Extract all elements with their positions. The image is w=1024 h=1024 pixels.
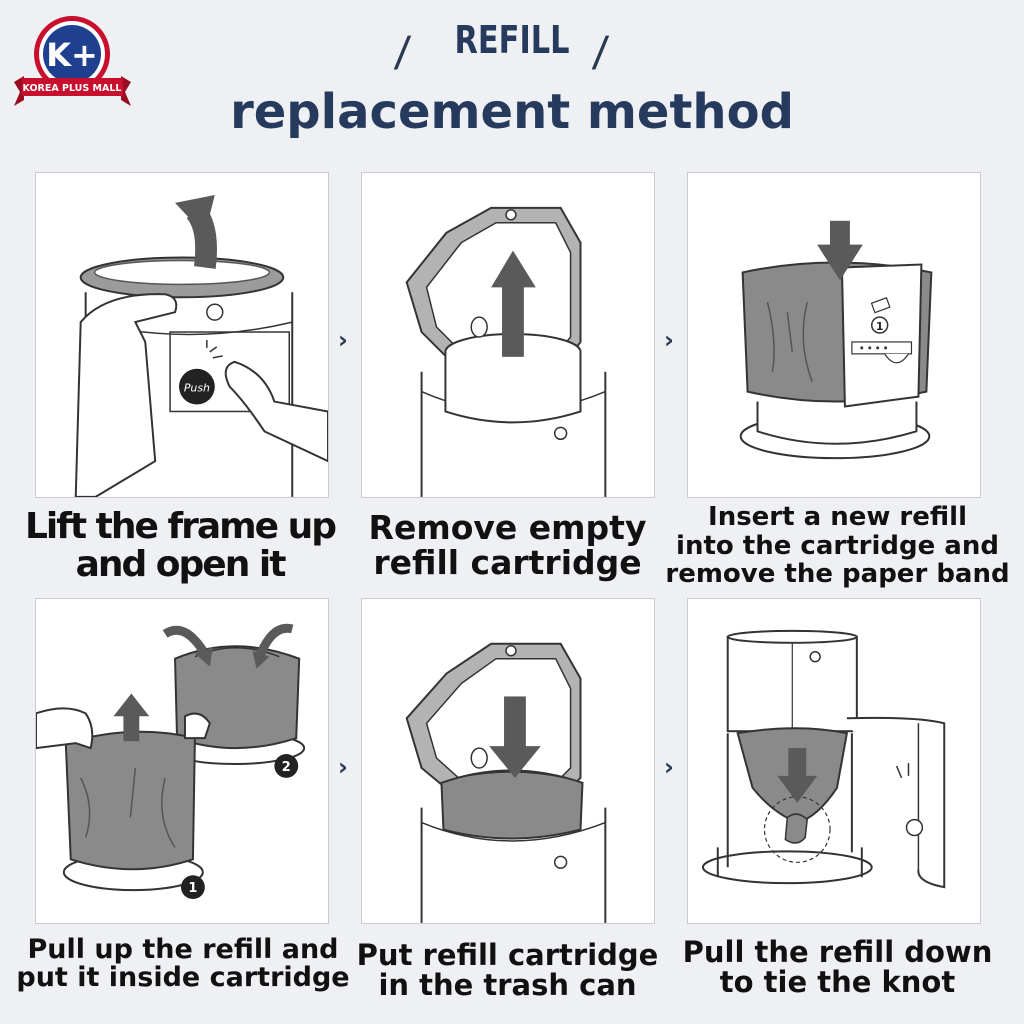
page-title: replacement method: [230, 84, 794, 140]
step-5-caption: Put refill cartridge in the trash can: [356, 938, 659, 1003]
logo-ribbon-text: KOREA PLUS MALL: [23, 83, 122, 94]
step-2-illustration: [361, 172, 655, 498]
step-1-illustration: Push: [35, 172, 329, 498]
push-sticker: Push: [184, 382, 210, 395]
step-3-illustration: 1: [687, 172, 981, 498]
separator-arrow-4: ›: [664, 753, 674, 781]
logo-letter: K+: [46, 36, 98, 74]
refill-heading: REFILL: [454, 18, 570, 62]
step-6-caption: Pull the refill down to tie the knot: [682, 935, 993, 1000]
step-3-caption: Insert a new refill into the cartridge a…: [665, 502, 1010, 590]
step-1-caption: Lift the frame up and open it: [24, 506, 337, 585]
korea-plus-mall-logo: K+ KOREA PLUS MALL: [10, 12, 135, 107]
separator-arrow-3: ›: [338, 753, 348, 781]
badge-1: 1: [188, 881, 197, 896]
step-2-caption: Remove empty refill cartridge: [368, 508, 647, 582]
badge-2: 2: [282, 760, 291, 775]
band-tag-number: 1: [876, 320, 884, 333]
separator-arrow-1: ›: [338, 326, 348, 354]
step-4-illustration: 2 1: [35, 598, 329, 924]
step-6-illustration: [687, 598, 981, 924]
separator-arrow-2: ›: [664, 326, 674, 354]
step-4-caption: Pull up the refill and put it inside car…: [16, 934, 350, 994]
step-5-illustration: [361, 598, 655, 924]
